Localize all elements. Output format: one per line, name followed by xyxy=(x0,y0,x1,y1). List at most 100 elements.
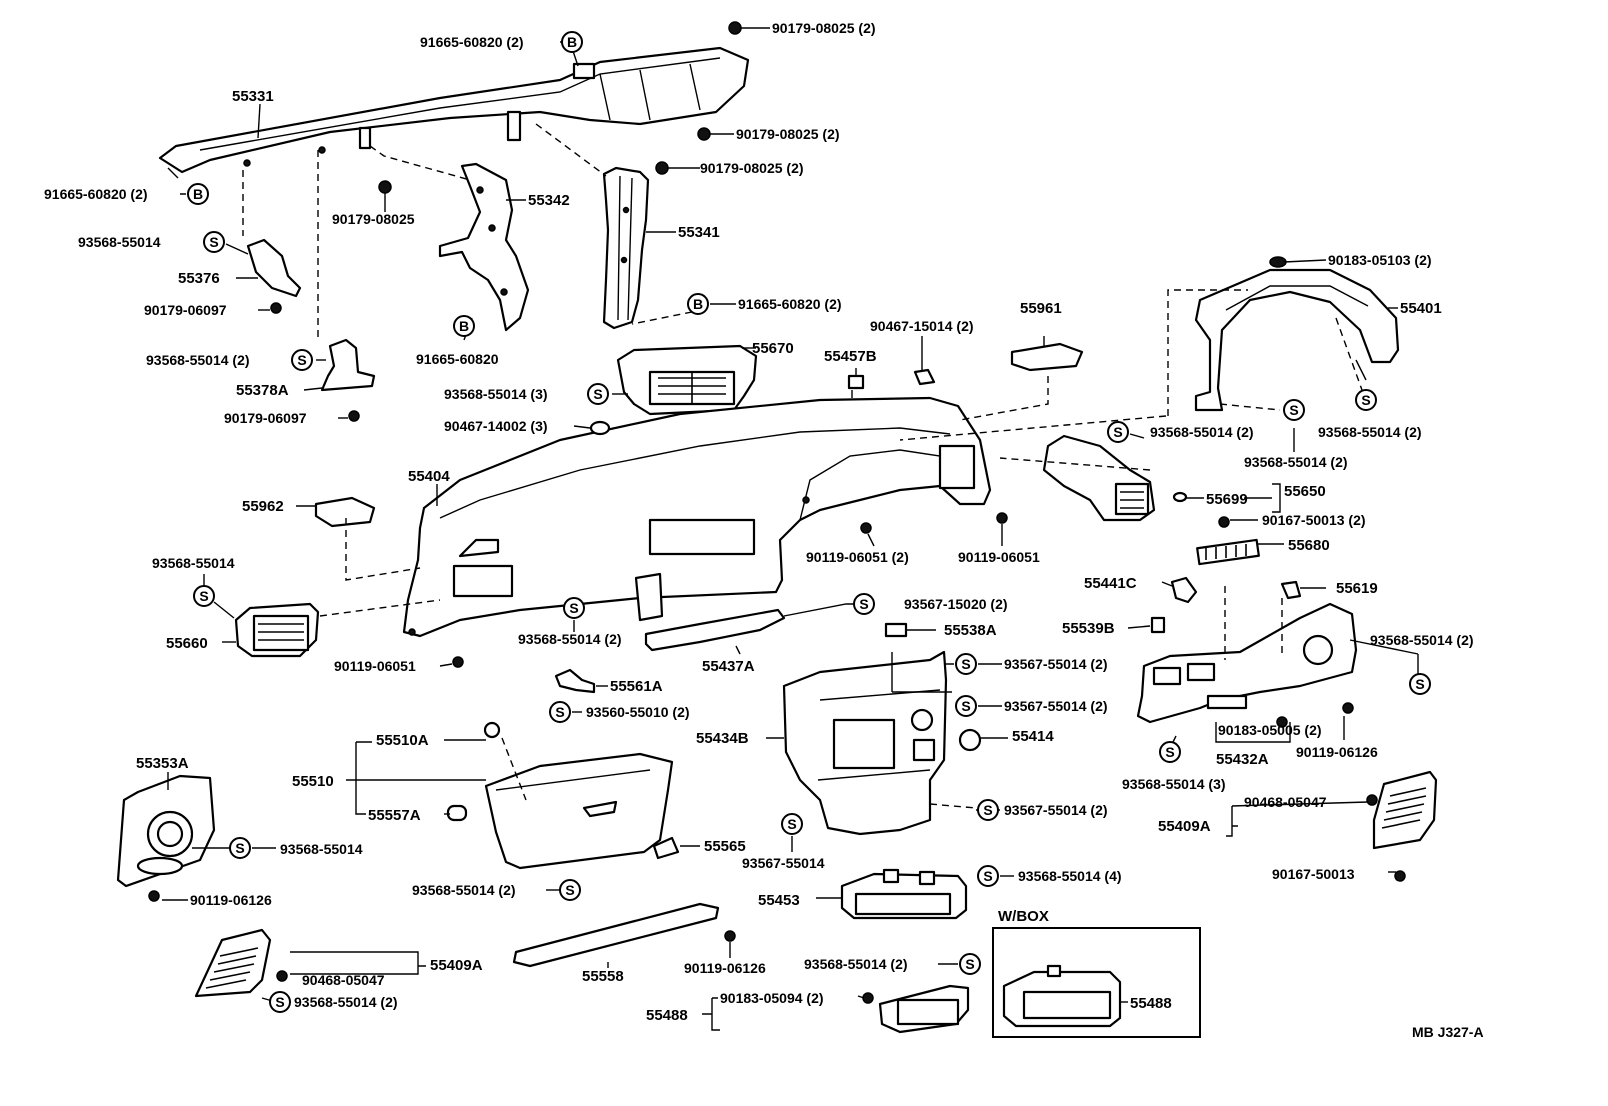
badges: B B B B S S S S S S S S S S S S S S S S … xyxy=(187,31,1431,1013)
label-55432A: 55432A xyxy=(1216,751,1269,768)
badge-s-4: S xyxy=(1107,421,1129,443)
part-55409A-left-grille xyxy=(194,928,272,998)
svg-text:S: S xyxy=(787,816,796,832)
part-55699-clip xyxy=(1172,491,1188,503)
label-90167-50013-2: 90167-50013 (2) xyxy=(1262,512,1366,528)
svg-text:S: S xyxy=(1361,392,1370,408)
label-90183-05103-2: 90183-05103 (2) xyxy=(1328,252,1432,268)
part-55453-box xyxy=(840,868,968,920)
label-55437A: 55437A xyxy=(702,658,755,675)
badge-s-6: S xyxy=(1355,389,1377,411)
label-93568-55014-a: 93568-55014 xyxy=(78,234,161,250)
label-90468-05047-b: 90468-05047 xyxy=(302,972,385,988)
label-93567-55014-2-b: 93567-55014 (2) xyxy=(1004,698,1108,714)
badge-s-20: S xyxy=(959,953,981,975)
svg-text:S: S xyxy=(1165,744,1174,760)
label-90119-06126-a: 90119-06126 xyxy=(1296,744,1378,760)
part-55376-bracket xyxy=(246,238,302,298)
label-55660: 55660 xyxy=(166,635,208,652)
part-55619-clip xyxy=(1280,580,1302,600)
label-55561A: 55561A xyxy=(610,678,663,695)
label-90119-06051-a: 90119-06051 xyxy=(958,549,1040,565)
label-55680: 55680 xyxy=(1288,537,1330,554)
label-55538A: 55538A xyxy=(944,622,997,639)
part-55670-center-vent xyxy=(616,344,758,416)
part-55331-reinforcement xyxy=(158,46,750,174)
label-90179-08025: 90179-08025 xyxy=(332,211,415,227)
label-55670: 55670 xyxy=(752,340,794,357)
label-93568-55014-3-b: 93568-55014 (3) xyxy=(1122,776,1226,792)
part-55557A-bumper xyxy=(446,804,468,822)
svg-text:S: S xyxy=(569,600,578,616)
part-55961-cover xyxy=(1010,342,1084,372)
label-90119-06126-c: 90119-06126 xyxy=(684,960,766,976)
label-90119-06126-b: 90119-06126 xyxy=(190,892,272,908)
svg-text:S: S xyxy=(593,386,602,402)
part-55510-glove-box xyxy=(484,752,674,870)
badge-s-3: S xyxy=(587,383,609,405)
badge-s-14: S xyxy=(1159,741,1181,763)
part-55558-brace xyxy=(512,902,720,968)
part-55342-bracket xyxy=(438,162,530,332)
part-55353A-speaker-panel xyxy=(116,774,216,888)
svg-text:B: B xyxy=(193,186,203,202)
label-55342: 55342 xyxy=(528,192,570,209)
label-55962: 55962 xyxy=(242,498,284,515)
label-90183-05005-2: 90183-05005 (2) xyxy=(1218,722,1322,738)
svg-text:B: B xyxy=(693,296,703,312)
label-55557A: 55557A xyxy=(368,807,421,824)
badge-b-top: B xyxy=(561,31,583,53)
svg-text:S: S xyxy=(555,704,564,720)
badge-b-left: B xyxy=(187,183,209,205)
part-55565-clip xyxy=(652,836,680,860)
label-93567-55014-2-c: 93567-55014 (2) xyxy=(1004,802,1108,818)
label-91665-60820-2-mid: 91665-60820 (2) xyxy=(738,296,842,312)
part-55434B-center-cluster xyxy=(782,650,948,836)
part-55510A-knob xyxy=(483,721,501,739)
label-93568-55014-4: 93568-55014 (4) xyxy=(1018,868,1122,884)
ref-code: MB J327-A xyxy=(1412,1024,1484,1040)
label-55457B: 55457B xyxy=(824,348,877,365)
label-93568-55014-3-a: 93568-55014 (3) xyxy=(444,386,548,402)
svg-text:S: S xyxy=(297,352,306,368)
badge-b-mid: B xyxy=(687,293,709,315)
label-55376: 55376 xyxy=(178,270,220,287)
badge-s-17: S xyxy=(229,837,251,859)
svg-text:S: S xyxy=(983,868,992,884)
badge-s-5: S xyxy=(1283,399,1305,421)
badge-s-8: S xyxy=(563,597,585,619)
label-55331: 55331 xyxy=(232,88,274,105)
part-55680-switch xyxy=(1196,538,1260,566)
label-93568-55014-2-c: 93568-55014 (2) xyxy=(1318,424,1422,440)
label-55539B: 55539B xyxy=(1062,620,1115,637)
label-90468-05047-a: 90468-05047 xyxy=(1244,794,1327,810)
part-labels: 55331 91665-60820 (2) 90179-08025 (2) 90… xyxy=(44,20,1484,1040)
label-90467-14002-3: 90467-14002 (3) xyxy=(444,418,548,434)
badge-s-7: S xyxy=(193,585,215,607)
label-93568-55014-2-g: 93568-55014 (2) xyxy=(412,882,516,898)
badge-s-21: S xyxy=(269,991,291,1013)
svg-text:S: S xyxy=(235,840,244,856)
label-55488-b: 55488 xyxy=(1130,995,1172,1012)
label-91665-60820-2-top: 91665-60820 (2) xyxy=(420,34,524,50)
assembly-dashed-lines xyxy=(242,123,1363,809)
label-55453: 55453 xyxy=(758,892,800,909)
badge-s-10: S xyxy=(955,653,977,675)
label-93567-55014-2-a: 93567-55014 (2) xyxy=(1004,656,1108,672)
part-55962-cover xyxy=(314,496,376,528)
part-55488-wbox xyxy=(1002,964,1122,1028)
label-93567-55014: 93567-55014 xyxy=(742,855,825,871)
label-55341: 55341 xyxy=(678,224,720,241)
svg-text:S: S xyxy=(859,596,868,612)
part-55437A-brace xyxy=(644,608,786,652)
label-55488-a: 55488 xyxy=(646,1007,688,1024)
label-93568-55014-2-a: 93568-55014 (2) xyxy=(146,352,250,368)
label-55353A: 55353A xyxy=(136,755,189,772)
label-93568-55014-2-i: 93568-55014 (2) xyxy=(294,994,398,1010)
label-55378A: 55378A xyxy=(236,382,289,399)
badge-s-18: S xyxy=(559,879,581,901)
part-55404-instrument-panel xyxy=(402,396,992,638)
label-93568-55014-2-f: 93568-55014 (2) xyxy=(1370,632,1474,648)
svg-text:S: S xyxy=(275,994,284,1010)
